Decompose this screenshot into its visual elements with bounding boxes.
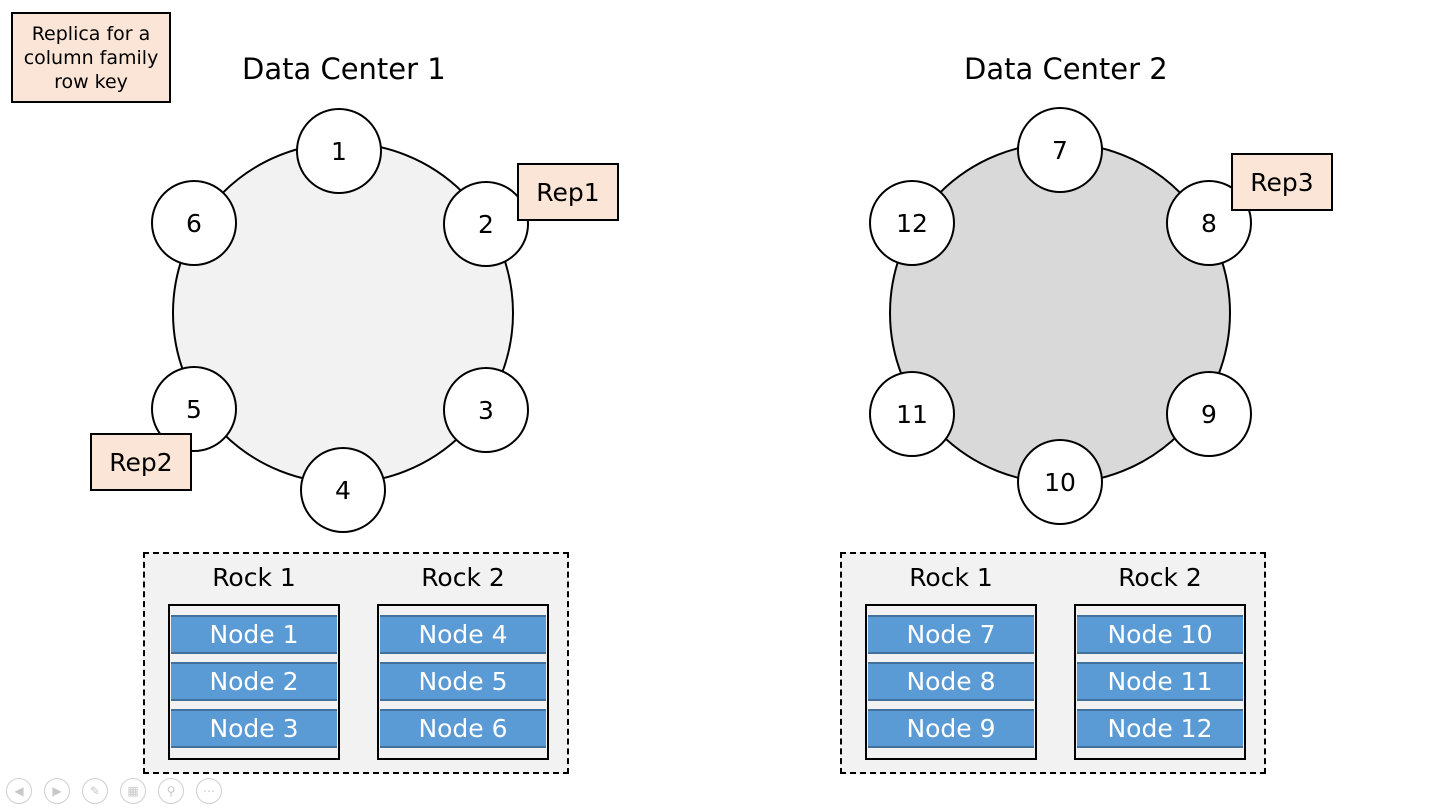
rep2-label: Rep2 — [90, 433, 192, 491]
rack-node: Node 10 — [1077, 615, 1243, 654]
dc1-node-6: 6 — [151, 180, 237, 266]
dc1-node-2: 2 — [443, 181, 529, 267]
dc2-node-12: 12 — [869, 180, 955, 266]
rack-node: Node 11 — [1077, 662, 1243, 701]
dc1-rack-1: Node 1 Node 2 Node 3 — [168, 604, 340, 760]
rep3-label: Rep3 — [1231, 153, 1333, 211]
dc2-rack-1: Node 7 Node 8 Node 9 — [865, 604, 1037, 760]
rack-node: Node 3 — [171, 709, 337, 748]
dc1-node-3: 3 — [443, 367, 529, 453]
rack-node: Node 6 — [380, 709, 546, 748]
dc2-node-7: 7 — [1017, 107, 1103, 193]
dc1-rack1-title: Rock 1 — [212, 563, 296, 592]
dc1-title: Data Center 1 — [242, 52, 446, 86]
dc2-node-10: 10 — [1017, 439, 1103, 525]
rack-node: Node 2 — [171, 662, 337, 701]
dc1-rack-2: Node 4 Node 5 Node 6 — [377, 604, 549, 760]
rack-node: Node 7 — [868, 615, 1034, 654]
zoom-icon[interactable]: ⚲ — [158, 778, 184, 804]
rack-node: Node 1 — [171, 615, 337, 654]
more-icon[interactable]: ⋯ — [196, 778, 222, 804]
rep1-label: Rep1 — [517, 163, 619, 221]
rack-node: Node 9 — [868, 709, 1034, 748]
rack-node: Node 5 — [380, 662, 546, 701]
slides-icon[interactable]: ▦ — [120, 778, 146, 804]
next-icon[interactable]: ▶ — [44, 778, 70, 804]
legend-text: Replica for a column family row key — [23, 22, 159, 93]
pen-icon[interactable]: ✎ — [82, 778, 108, 804]
prev-icon[interactable]: ◀ — [6, 778, 32, 804]
legend-box: Replica for a column family row key — [11, 12, 171, 103]
dc1-rack2-title: Rock 2 — [421, 563, 505, 592]
dc2-node-9: 9 — [1166, 371, 1252, 457]
dc2-node-11: 11 — [869, 371, 955, 457]
rack-node: Node 4 — [380, 615, 546, 654]
dc2-rack1-title: Rock 1 — [909, 563, 993, 592]
dc2-title: Data Center 2 — [964, 52, 1168, 86]
dc1-node-4: 4 — [300, 447, 386, 533]
dc1-node-1: 1 — [296, 108, 382, 194]
rack-node: Node 12 — [1077, 709, 1243, 748]
dc2-rack2-title: Rock 2 — [1118, 563, 1202, 592]
rack-node: Node 8 — [868, 662, 1034, 701]
dc2-rack-2: Node 10 Node 11 Node 12 — [1074, 604, 1246, 760]
